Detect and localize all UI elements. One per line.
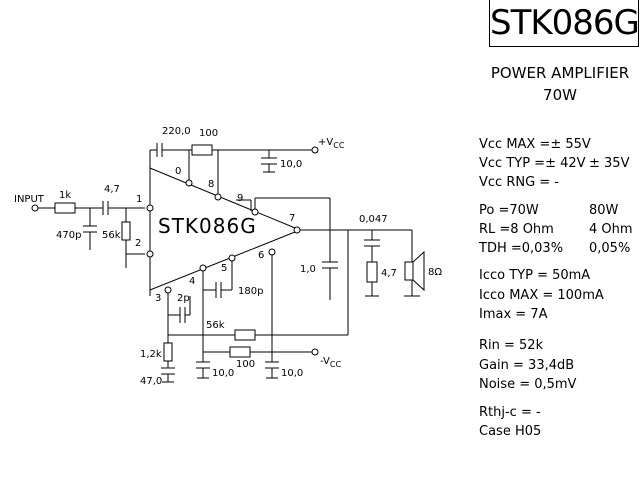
pin-label-5: 5 [221, 263, 227, 274]
label-r-100-top: 100 [199, 128, 218, 139]
pin-label-0: 0 [175, 166, 181, 177]
pin-label-8: 8 [208, 179, 214, 190]
label-r-1k: 1k [59, 190, 71, 201]
pin-label-9: 9 [237, 193, 243, 204]
pin-label-6: 6 [258, 250, 264, 261]
spec-icco-typ: Icco TYP = 50mA [479, 268, 591, 283]
label-c-0-047: 0,047 [359, 214, 388, 225]
pin-label-2: 2 [135, 238, 141, 249]
label-c-180p: 180p [238, 286, 263, 297]
spec-rthj: Rthj-c = - [479, 405, 541, 420]
resistor-1-2k [163, 342, 173, 362]
resistor-100-top [191, 144, 213, 156]
pin-label-1: 1 [136, 194, 142, 205]
label-c-10-b1: 10,0 [212, 368, 234, 379]
schematic-wiring [38, 143, 425, 383]
resistor-56k-feedback [234, 329, 256, 341]
speaker-box [404, 261, 414, 281]
spec-vcc-rng: Vcc RNG = - [479, 175, 559, 190]
resistor-56k [121, 221, 131, 241]
subtitle-function: POWER AMPLIFIER [490, 64, 630, 82]
spec-vcc-typ: Vcc TYP =± 42V± 35V [479, 156, 630, 171]
spec-gain: Gain = 33,4dB [479, 358, 575, 373]
resistor-4-7 [366, 261, 378, 283]
speaker-cone [412, 250, 425, 292]
part-number-title: STK086G [489, 0, 640, 47]
input-label: INPUT [14, 194, 45, 205]
label-c-1-0: 1,0 [300, 264, 316, 275]
spec-noise: Noise = 0,5mV [479, 377, 577, 392]
spec-tdh: TDH =0,03%0,05% [479, 241, 631, 256]
label-r-56k: 56k [102, 230, 121, 241]
spec-icco-max: Icco MAX = 100mA [479, 288, 604, 303]
label-c-10-b2: 10,0 [281, 368, 303, 379]
pin-label-4: 4 [189, 276, 195, 287]
vcc-neg-terminal [311, 348, 319, 356]
spec-imax: Imax = 7A [479, 307, 548, 322]
label-c-2p: 2p [177, 293, 190, 304]
resistor-100-bottom [229, 346, 251, 358]
label-c-4-7: 4,7 [104, 184, 120, 195]
pin-markers [31, 146, 319, 356]
spec-vcc-max: Vcc MAX =± 55V [479, 137, 591, 152]
spec-case: Case H05 [479, 424, 542, 439]
resistor-input-1k [54, 202, 76, 214]
label-r-56k-fb: 56k [206, 320, 225, 331]
component-labels: STK086G 0 8 9 1 2 7 3 4 5 6 INPUT 1k 4,7… [14, 126, 442, 387]
label-vcc-pos: +VCC [318, 137, 345, 150]
subtitle-power: 70W [543, 86, 577, 104]
ic-label: STK086G [158, 214, 257, 238]
label-vcc-neg: -VCC [320, 356, 341, 369]
ic-amplifier-triangle [149, 167, 302, 291]
label-c-10-top: 10,0 [280, 159, 302, 170]
input-terminal [31, 204, 39, 212]
spec-rin: Rin = 52k [479, 338, 544, 353]
label-r-4-7: 4,7 [381, 268, 397, 279]
label-c-470p: 470p [56, 230, 81, 241]
label-c-220: 220,0 [162, 126, 191, 137]
label-speaker: 8Ω [428, 267, 442, 278]
pin-label-3: 3 [155, 293, 161, 304]
pin-label-7: 7 [289, 213, 295, 224]
label-c-47: 47,0 [140, 376, 162, 387]
label-r-100-b: 100 [236, 359, 255, 370]
label-r-1-2k: 1,2k [140, 349, 162, 360]
vcc-pos-terminal [311, 146, 319, 154]
